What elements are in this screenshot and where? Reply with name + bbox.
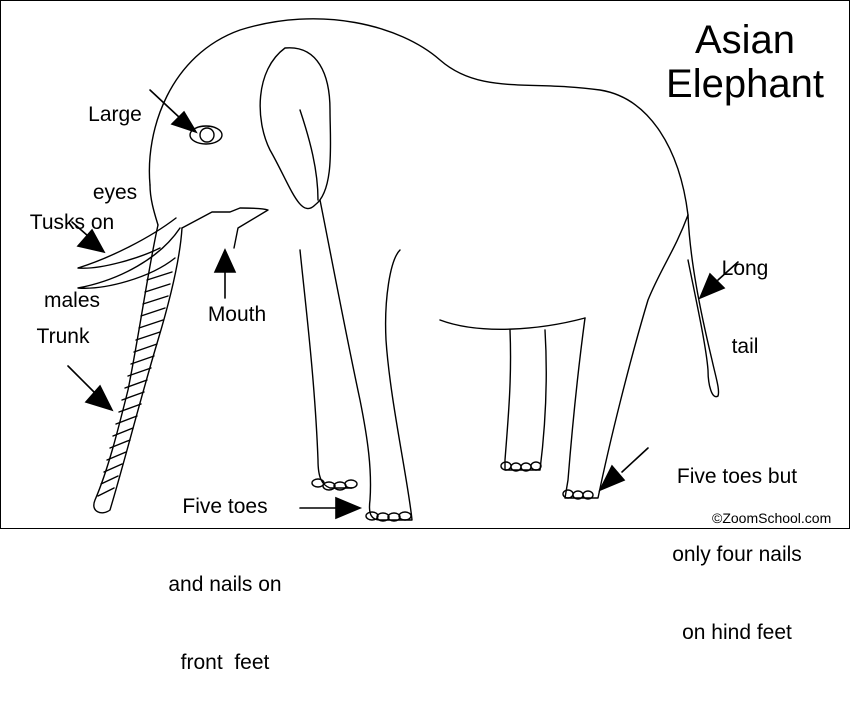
diagram-canvas: Asian Elephant Large eyes Tusks on males… xyxy=(0,0,850,529)
label-long-tail: Long tail xyxy=(705,204,785,412)
elephant-front-leg-rear xyxy=(300,250,352,488)
elephant-belly xyxy=(440,318,585,329)
elephant-body-outline xyxy=(149,19,688,215)
diagram-title: Asian Elephant xyxy=(640,18,850,106)
label-front-feet: Five toes and nails on front feet xyxy=(150,442,300,728)
label-hind-feet-line3: on hind feet xyxy=(652,620,822,646)
title-line-2: Elephant xyxy=(640,62,850,106)
label-front-feet-line2: and nails on xyxy=(150,572,300,598)
hind-toenails xyxy=(501,462,593,499)
label-tusks-line2: males xyxy=(12,288,132,314)
label-large-eyes-line1: Large xyxy=(70,102,160,128)
arrow-mouth xyxy=(215,250,235,298)
label-hind-feet-line1: Five toes but xyxy=(652,464,822,490)
elephant-hind-leg-far xyxy=(505,330,546,470)
title-line-1: Asian xyxy=(640,18,850,62)
label-long-tail-line1: Long xyxy=(705,256,785,282)
label-front-feet-line3: front feet xyxy=(150,650,300,676)
arrow-trunk xyxy=(68,366,112,410)
label-long-tail-line2: tail xyxy=(705,334,785,360)
copyright-text: ©ZoomSchool.com xyxy=(712,510,831,526)
label-trunk: Trunk xyxy=(18,324,108,350)
label-front-feet-line1: Five toes xyxy=(150,494,300,520)
elephant-eye-pupil xyxy=(200,128,214,142)
elephant-ear xyxy=(260,48,330,209)
label-hind-feet: Five toes but only four nails on hind fe… xyxy=(652,412,822,698)
label-hind-feet-line2: only four nails xyxy=(652,542,822,568)
elephant-mouth xyxy=(182,208,268,248)
front-toenails xyxy=(312,479,411,521)
elephant-ear-inner xyxy=(300,110,318,200)
label-mouth: Mouth xyxy=(192,302,282,328)
arrow-front-feet xyxy=(300,498,360,518)
label-tusks-line1: Tusks on xyxy=(12,210,132,236)
elephant-front-leg xyxy=(320,200,412,520)
